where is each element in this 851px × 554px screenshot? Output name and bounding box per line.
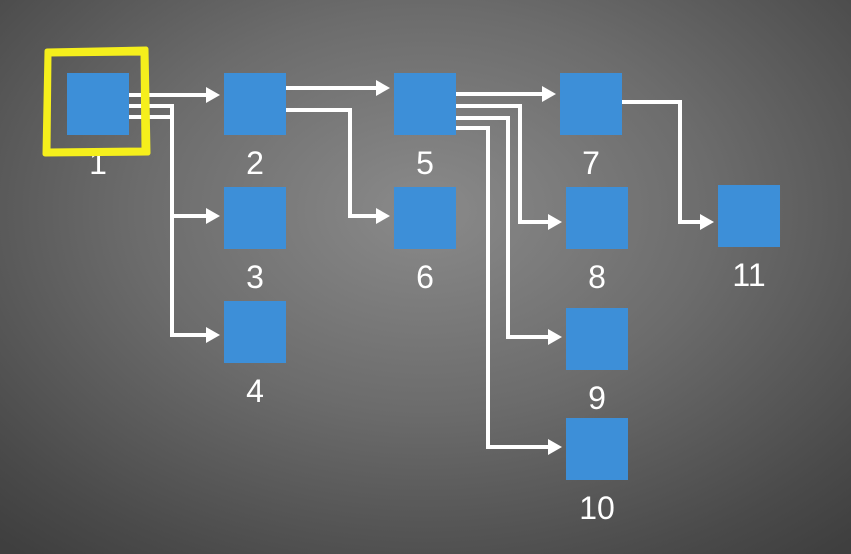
node-4[interactable]: 4 <box>224 301 286 409</box>
node-label: 6 <box>416 259 434 295</box>
edge-5-9 <box>456 116 562 345</box>
arrowhead <box>206 208 220 224</box>
edge-line <box>456 104 548 224</box>
arrowhead <box>542 86 556 102</box>
arrowhead <box>206 327 220 343</box>
edge-5-8 <box>456 104 562 230</box>
edge-line <box>286 108 376 218</box>
node-2[interactable]: 2 <box>224 73 286 181</box>
edge-line <box>129 104 206 218</box>
edge-line <box>456 126 548 449</box>
arrowhead <box>206 87 220 103</box>
arrowhead <box>700 214 714 230</box>
node-box <box>67 73 129 135</box>
node-1[interactable]: 1 <box>67 73 129 181</box>
edge-5-10 <box>456 126 562 455</box>
node-label: 10 <box>579 490 615 526</box>
node-6[interactable]: 6 <box>394 187 456 295</box>
edge-2-6 <box>286 108 390 224</box>
edge-7-11 <box>622 100 714 230</box>
node-box <box>566 187 628 249</box>
arrowhead <box>376 80 390 96</box>
edge-line <box>622 100 700 224</box>
node-box <box>224 73 286 135</box>
edges-layer <box>129 80 714 455</box>
edge-line <box>129 115 206 337</box>
edge-1-4 <box>129 115 220 343</box>
edge-2-5 <box>286 80 390 96</box>
node-label: 2 <box>246 145 264 181</box>
highlight-layer <box>42 46 151 157</box>
node-box <box>394 187 456 249</box>
selection-highlight <box>42 46 151 157</box>
arrowhead <box>548 439 562 455</box>
node-8[interactable]: 8 <box>566 187 628 295</box>
node-11[interactable]: 11 <box>718 185 780 293</box>
node-label: 3 <box>246 259 264 295</box>
node-box <box>560 73 622 135</box>
node-box <box>566 418 628 480</box>
node-10[interactable]: 10 <box>566 418 628 526</box>
node-label: 8 <box>588 259 606 295</box>
node-box <box>224 301 286 363</box>
arrowhead <box>376 208 390 224</box>
arrowhead <box>548 214 562 230</box>
node-label: 9 <box>588 380 606 416</box>
arrowhead <box>548 329 562 345</box>
node-label: 11 <box>732 257 765 293</box>
node-box <box>224 187 286 249</box>
nodes-layer: 1 2 3 4 5 6 7 8 9 10 11 <box>67 73 780 526</box>
node-box <box>566 308 628 370</box>
node-box <box>718 185 780 247</box>
node-3[interactable]: 3 <box>224 187 286 295</box>
edge-5-7 <box>456 86 556 102</box>
node-9[interactable]: 9 <box>566 308 628 416</box>
node-label: 5 <box>416 145 434 181</box>
node-label: 7 <box>582 145 600 181</box>
node-5[interactable]: 5 <box>394 73 456 181</box>
node-box <box>394 73 456 135</box>
node-label: 4 <box>246 373 264 409</box>
node-7[interactable]: 7 <box>560 73 622 181</box>
edge-line <box>456 116 548 339</box>
